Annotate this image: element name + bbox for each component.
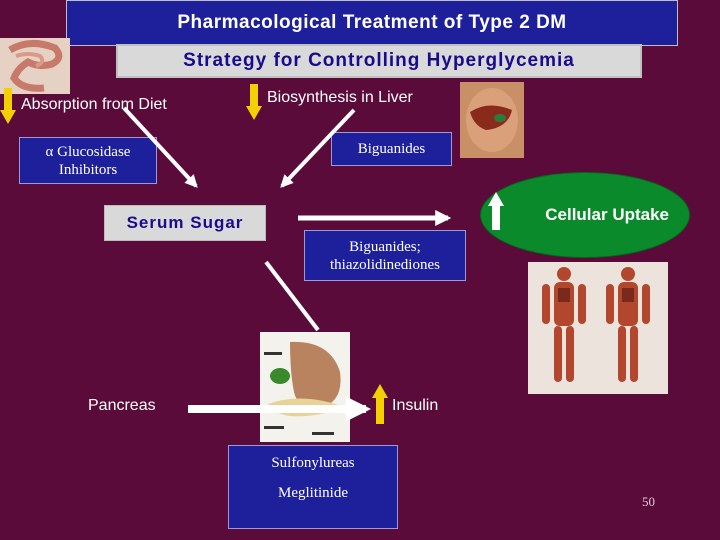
- arrow-serum-to-pancreas: [266, 262, 318, 330]
- page-number: 50: [642, 494, 655, 510]
- arrow-liver-to-serum: [282, 110, 354, 186]
- arrow-absorption-to-serum: [124, 108, 196, 186]
